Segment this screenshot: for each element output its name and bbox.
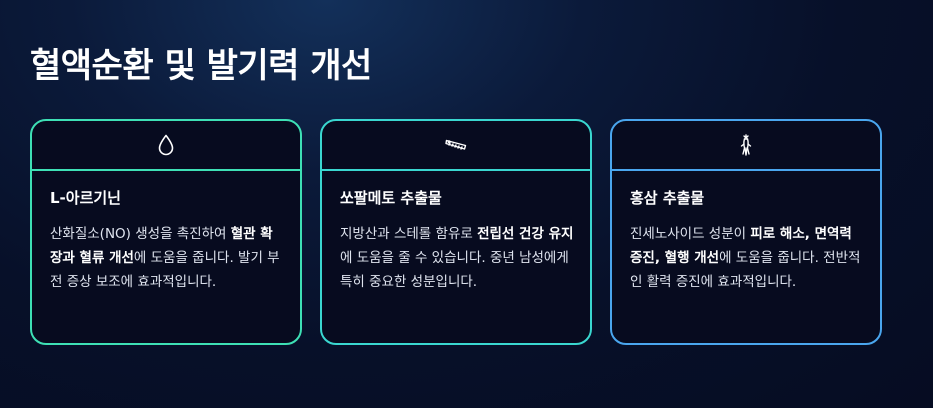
ingredient-cards: L-아르기닌 산화질소(NO) 생성을 촉진하여 혈관 확장과 혈류 개선에 도… — [30, 119, 882, 345]
card-header — [322, 121, 590, 171]
card-title: L-아르기닌 — [50, 189, 121, 207]
card-title: 홍삼 추출물 — [630, 189, 705, 207]
water-drop-icon — [158, 134, 174, 156]
card-description: 지방산과 스테롤 함유로 전립선 건강 유지에 도움을 줄 수 있습니다. 중년… — [340, 226, 574, 290]
page-title: 혈액순환 및 발기력 개선 — [30, 46, 372, 86]
ginseng-root-icon — [740, 134, 752, 156]
card-description: 진세노사이드 성분이 피로 해소, 면역력 증진, 혈행 개선에 도움을 줍니다… — [630, 226, 861, 290]
ingredient-card-l-arginine: L-아르기닌 산화질소(NO) 생성을 촉진하여 혈관 확장과 혈류 개선에 도… — [30, 119, 302, 345]
card-header — [612, 121, 880, 171]
ingredient-card-red-ginseng: 홍삼 추출물 진세노사이드 성분이 피로 해소, 면역력 증진, 혈행 개선에 … — [610, 119, 882, 345]
ingredient-card-saw-palmetto: 쏘팔메토 추출물 지방산과 스테롤 함유로 전립선 건강 유지에 도움을 줄 수… — [320, 119, 592, 345]
card-header — [32, 121, 300, 171]
card-description: 산화질소(NO) 생성을 촉진하여 혈관 확장과 혈류 개선에 도움을 줍니다.… — [50, 226, 280, 290]
saw-palmetto-leaf-icon — [445, 139, 467, 150]
card-title: 쏘팔메토 추출물 — [340, 189, 442, 207]
